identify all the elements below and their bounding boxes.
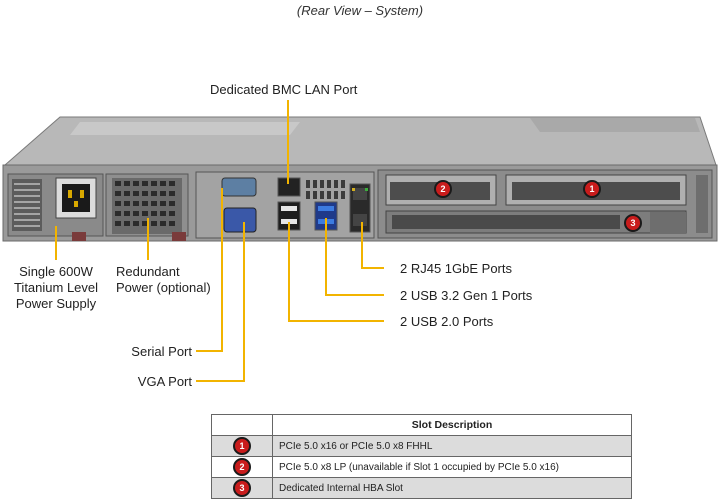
- redundant-label-line2: Power (optional): [116, 280, 211, 295]
- table-row: 2 PCIe 5.0 x8 LP (unavailable if Slot 1 …: [211, 456, 632, 478]
- psu-label-line1: Single 600W: [19, 264, 93, 279]
- table-header-label: Slot Description: [272, 414, 632, 436]
- slot-description-cell: Dedicated Internal HBA Slot: [272, 477, 632, 499]
- psu-label: Single 600W Titanium Level Power Supply: [4, 264, 108, 312]
- slot-badge-3: 3: [624, 214, 642, 232]
- redundant-label-line1: Redundant: [116, 264, 180, 279]
- expansion-slots-area: [377, 169, 713, 239]
- callout-line-serial: [196, 188, 223, 352]
- slot-number-badge: 1: [233, 437, 251, 455]
- usb32-ports-label: 2 USB 3.2 Gen 1 Ports: [400, 288, 533, 303]
- slot-description-cell: PCIe 5.0 x8 LP (unavailable if Slot 1 oc…: [272, 456, 632, 478]
- callout-line-usb20: [288, 222, 384, 322]
- slot-badge-2: 2: [434, 180, 452, 198]
- slot-number-badge: 2: [233, 458, 251, 476]
- serial-port-connector: [221, 177, 257, 197]
- bmc-lan-port-label: Dedicated BMC LAN Port: [210, 82, 358, 97]
- callout-lines: [55, 100, 384, 382]
- slot-number-cell: 1: [211, 435, 273, 457]
- table-header-row: Slot Description: [211, 414, 632, 436]
- callout-line-vga: [196, 222, 245, 382]
- slot-description-table: Slot Description 1 PCIe 5.0 x16 or PCIe …: [211, 414, 632, 499]
- psu-label-line3: Power Supply: [15, 296, 97, 311]
- usb20-ports-label: 2 USB 2.0 Ports: [400, 314, 494, 329]
- serial-port-label: Serial Port: [131, 344, 192, 359]
- io-panel: [195, 171, 375, 239]
- callout-line-usb32: [325, 218, 384, 296]
- slot-badge-1: 1: [583, 180, 601, 198]
- table-row: 3 Dedicated Internal HBA Slot: [211, 477, 632, 499]
- slot-description-cell: PCIe 5.0 x16 or PCIe 5.0 x8 FHHL: [272, 435, 632, 457]
- callout-line-rj45: [361, 222, 384, 269]
- table-row: 1 PCIe 5.0 x16 or PCIe 5.0 x8 FHHL: [211, 435, 632, 457]
- power-supply-unit: [7, 173, 104, 241]
- psu-label-line2: Titanium Level: [13, 280, 99, 295]
- vga-port-connector: [223, 207, 257, 233]
- rj45-ports-label: 2 RJ45 1GbE Ports: [400, 261, 512, 276]
- slot-number-cell: 2: [211, 456, 273, 478]
- slot-number-badge: 3: [233, 479, 251, 497]
- vga-port-label: VGA Port: [137, 374, 192, 389]
- slot-number-cell: 3: [211, 477, 273, 499]
- diagram-title: (Rear View – System): [296, 3, 424, 18]
- table-header-empty: [211, 414, 273, 436]
- redundant-power-label: Redundant Power (optional): [116, 264, 211, 296]
